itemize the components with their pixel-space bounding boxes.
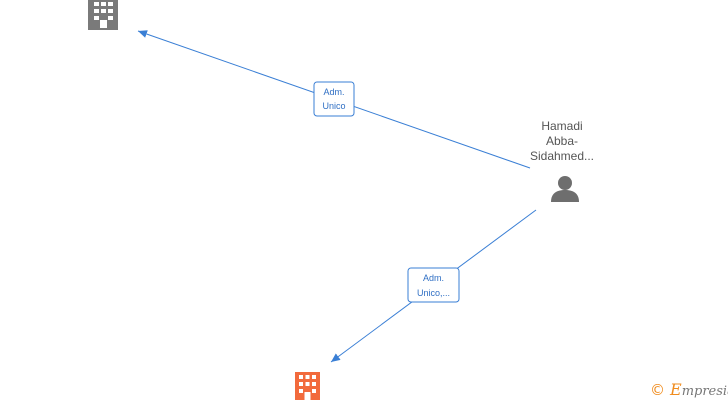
- svg-text:Empresia: Empresia: [669, 380, 728, 399]
- company-node-top[interactable]: [88, 0, 118, 30]
- company-node-bottom[interactable]: [295, 372, 320, 400]
- person-name-line: Abba-: [546, 134, 578, 148]
- brand-name: mpresia: [682, 384, 728, 399]
- edge-label-adm-unico-2[interactable]: Adm. Unico,...: [407, 267, 460, 303]
- edge-label-line: Unico,...: [417, 288, 450, 298]
- edge-label-line: Unico: [322, 101, 345, 111]
- copyright-icon: ©: [650, 381, 665, 399]
- brand-watermark: © Empresia: [650, 380, 728, 399]
- person-name-line: Sidahmed...: [530, 149, 594, 163]
- person-name-line: Hamadi: [541, 119, 582, 133]
- person-icon: [551, 176, 579, 202]
- building-icon: [295, 372, 320, 400]
- person-node[interactable]: Hamadi Abba- Sidahmed...: [530, 119, 594, 202]
- edge-label-adm-unico[interactable]: Adm. Unico: [313, 81, 355, 117]
- edge-label-line: Adm.: [423, 273, 444, 283]
- edge-label-line: Adm.: [323, 87, 344, 97]
- brand-initial: E: [669, 380, 682, 399]
- building-icon: [88, 0, 118, 30]
